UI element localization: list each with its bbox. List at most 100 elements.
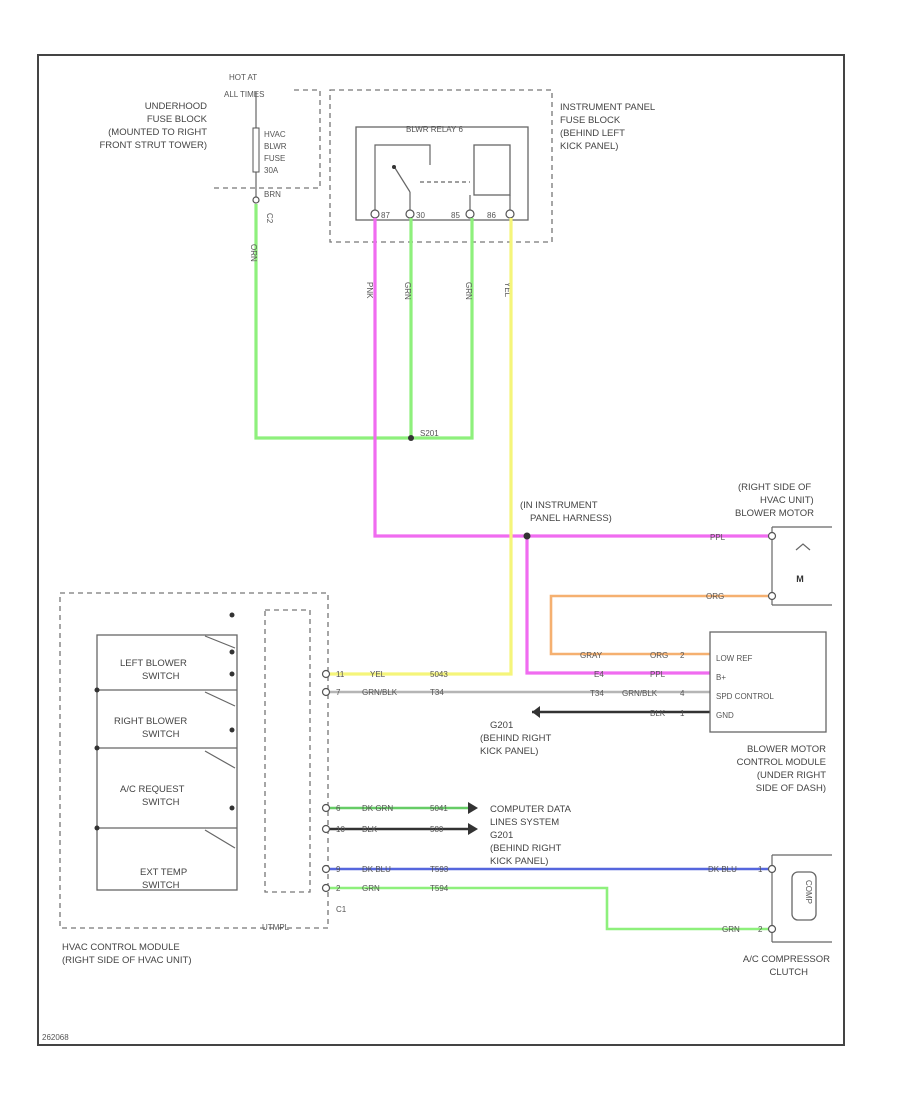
splice-dot (408, 435, 414, 441)
blower-motor: M (RIGHT SIDE OF HVAC UNIT) BLOWER MOTOR (735, 482, 832, 606)
hvac-pin-dkblu (321, 864, 331, 874)
wire-label-t593: T593 (430, 865, 449, 874)
switch-node-1 (94, 687, 100, 693)
underhood-label-2: FUSE BLOCK (147, 114, 208, 125)
wire-pink-main (373, 218, 772, 538)
relay-pin-label-86: 86 (487, 211, 496, 220)
instrument-panel-fuse-block: BLWR RELAY 6 87 30 85 86 INSTRUMENT PANE… (329, 89, 655, 243)
switch-label-right-1: RIGHT BLOWER (114, 716, 187, 727)
hvac-module-label-2: (RIGHT SIDE OF HVAC UNIT) (62, 955, 191, 966)
switch-bank-outline (96, 634, 238, 891)
compressor-wire-dkblu: DK BLU (708, 865, 737, 874)
hvac-pin-dkgrn (321, 803, 331, 813)
compressor-label-2: CLUTCH (769, 967, 808, 978)
hot-at-label: HOT AT (229, 73, 257, 82)
cds-arrow-icon-1 (468, 802, 478, 814)
wire-green-loop (254, 204, 474, 440)
underhood-fuse-outline (214, 89, 321, 189)
switch-blade-2 (204, 691, 236, 707)
switch-contact-b (229, 671, 235, 677)
relay-switch-arm (394, 167, 411, 193)
motor-m-label: M (796, 574, 804, 584)
bm-label-2: CONTROL MODULE (737, 757, 826, 768)
module-conn-pin-4: 4 (680, 689, 685, 698)
wire-label-dkgrn-h: DK GRN (362, 804, 393, 813)
compressor-coil-icon (791, 871, 817, 921)
relay-pin-30 (405, 209, 415, 219)
module-wire-e4: E4 (594, 670, 604, 679)
bm-label-1: BLOWER MOTOR (747, 744, 826, 755)
ground-arrow-icon (532, 706, 540, 718)
blower-motor-icon (795, 543, 811, 551)
cds-label-2: LINES SYSTEM (490, 817, 559, 828)
blower-terminal-2 (767, 591, 777, 601)
switch-node-2 (94, 745, 100, 751)
hot-at-label-2: ALL TIMES (224, 90, 264, 99)
ip-label-3: (BEHIND LEFT (560, 128, 625, 139)
hvac-pin-grnblk (321, 687, 331, 697)
compressor-terminal-2 (767, 924, 777, 934)
underhood-label-3: (MOUNTED TO RIGHT (108, 127, 207, 138)
module-pin-spd: SPD CONTROL (716, 692, 774, 701)
wire-label-5041: 5041 (430, 804, 448, 813)
switch-label-ac-2: SWITCH (142, 797, 180, 808)
module-wire-t34: T34 (590, 689, 604, 698)
module-pin-low-ref: LOW REF (716, 654, 753, 663)
wire-label-grn-h: GRN (362, 884, 380, 893)
module-wire-blk: BLK (650, 709, 666, 718)
cds-arrow-icon-2 (468, 823, 478, 835)
hvac-pin-label-7: 7 (336, 688, 341, 697)
switch-label-left-2: SWITCH (142, 671, 180, 682)
module-pin-bplus: B+ (716, 673, 726, 682)
wire-label-yel: YEL (503, 282, 512, 298)
underhood-fuse-block: HOT AT ALL TIMES UNDERHOOD FUSE BLOCK (M… (100, 73, 321, 224)
wire-label-580: 580 (430, 825, 444, 834)
module-wire-gray: GRAY (580, 651, 603, 660)
wire-label-t34-h: T34 (430, 688, 444, 697)
hvac-pin-label-10: 10 (336, 825, 345, 834)
wire-label-t594: T594 (430, 884, 449, 893)
compressor-terminal-1 (767, 864, 777, 874)
fuse-label-1: HVAC (264, 130, 286, 139)
wire-label-grn-2: GRN (464, 282, 473, 300)
wire-label-orn: ORN (249, 244, 258, 262)
relay-pivot (392, 165, 396, 169)
module-wire-grnblk: GRN/BLK (622, 689, 658, 698)
hvac-pin-label-11: 11 (336, 670, 345, 679)
wire-label-ppl: PPL (710, 533, 726, 542)
wire-green-compressor (330, 886, 772, 931)
switch-blade-4 (204, 829, 236, 849)
ac-compressor-clutch: COMP DK BLU 1 GRN 2 A/C COMPRESSOR CLUTC… (708, 854, 832, 978)
switch-label-left-1: LEFT BLOWER (120, 658, 187, 669)
bm-label-4: SIDE OF DASH) (756, 783, 826, 794)
hvac-pin-label-2: 2 (336, 884, 341, 893)
relay-pin-label-87: 87 (381, 211, 390, 220)
wire-label-grn-1: GRN (403, 282, 412, 300)
wire-yellow (330, 218, 513, 676)
right-side-label-2: HVAC UNIT) (760, 495, 814, 506)
switch-label-ac-1: A/C REQUEST (120, 784, 185, 795)
right-side-label-1: (RIGHT SIDE OF (738, 482, 811, 493)
wire-label-dkblu-h: DK BLU (362, 865, 391, 874)
computer-data-lines: COMPUTER DATA LINES SYSTEM G201 (BEHIND … (490, 804, 572, 867)
compressor-label-1: A/C COMPRESSOR (743, 954, 830, 965)
hvac-pin-label-9: 9 (336, 865, 341, 874)
diagram-id: 262068 (42, 1033, 69, 1042)
relay-pin-label-85: 85 (451, 211, 460, 220)
switch-blade-3 (204, 750, 236, 769)
pink-splice-dot (523, 532, 531, 540)
splice-label: S201 (420, 429, 439, 438)
hvac-connector-outline (264, 609, 311, 893)
wire-label-grnblk-h: GRN/BLK (362, 688, 398, 697)
hvac-c1-label: C1 (336, 905, 347, 914)
switch-blade-1 (204, 635, 236, 649)
module-pin-gnd: GND (716, 711, 734, 720)
relay-pin-85 (465, 209, 475, 219)
module-conn-pin-1: 1 (680, 709, 685, 718)
compressor-tag: COMP (804, 880, 813, 904)
switch-contact-e (229, 649, 235, 655)
switch-contact-d (229, 805, 235, 811)
fuse-label-2: BLWR (264, 142, 287, 151)
wire-label-5043: 5043 (430, 670, 448, 679)
hvac-connector-label: UTMPL (262, 923, 290, 932)
